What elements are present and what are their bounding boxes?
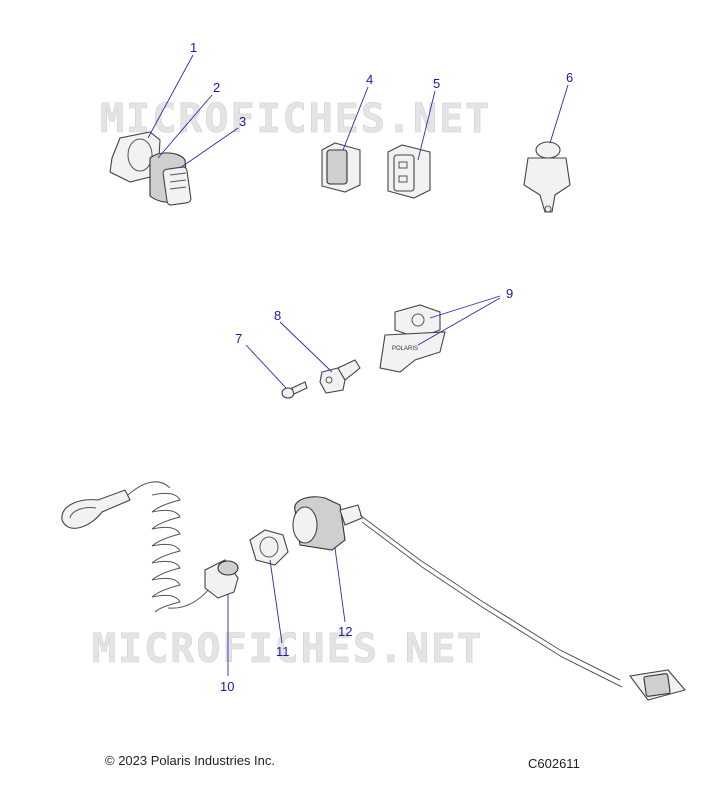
callout-2: 2 <box>213 80 220 95</box>
hex-nut <box>249 529 289 566</box>
polaris-label: POLARIS <box>392 346 418 352</box>
callout-5: 5 <box>433 76 440 91</box>
callout-3: 3 <box>239 114 246 129</box>
tether-switch-harness <box>292 496 686 701</box>
callout-9: 9 <box>506 286 513 301</box>
callout-6: 6 <box>566 70 573 85</box>
ignition-switch-assembly <box>109 131 192 206</box>
callout-7: 7 <box>235 331 242 346</box>
copyright-notice: © 2023 Polaris Industries Inc. <box>105 753 275 768</box>
callout-numbers: 1 2 3 4 5 6 7 8 9 10 11 12 <box>190 40 573 694</box>
bracket <box>319 359 361 394</box>
callout-12: 12 <box>338 624 352 639</box>
figure-id: C602611 <box>528 756 580 771</box>
rocker-switch <box>321 142 361 193</box>
callout-10: 10 <box>220 679 234 694</box>
callout-4: 4 <box>366 72 373 87</box>
tether-lanyard <box>61 481 239 613</box>
rocker-switch-with-icons <box>387 144 431 199</box>
screw <box>281 381 308 399</box>
callout-1: 1 <box>190 40 197 55</box>
callout-leaders <box>147 54 569 676</box>
callout-11: 11 <box>276 644 290 659</box>
switch-housing: POLARIS <box>379 304 446 373</box>
watermark-bottom: MICROFICHES.NET <box>92 626 483 672</box>
callout-8: 8 <box>274 308 281 323</box>
watermark-top: MICROFICHES.NET <box>100 96 491 142</box>
push-button-switch <box>523 141 571 213</box>
